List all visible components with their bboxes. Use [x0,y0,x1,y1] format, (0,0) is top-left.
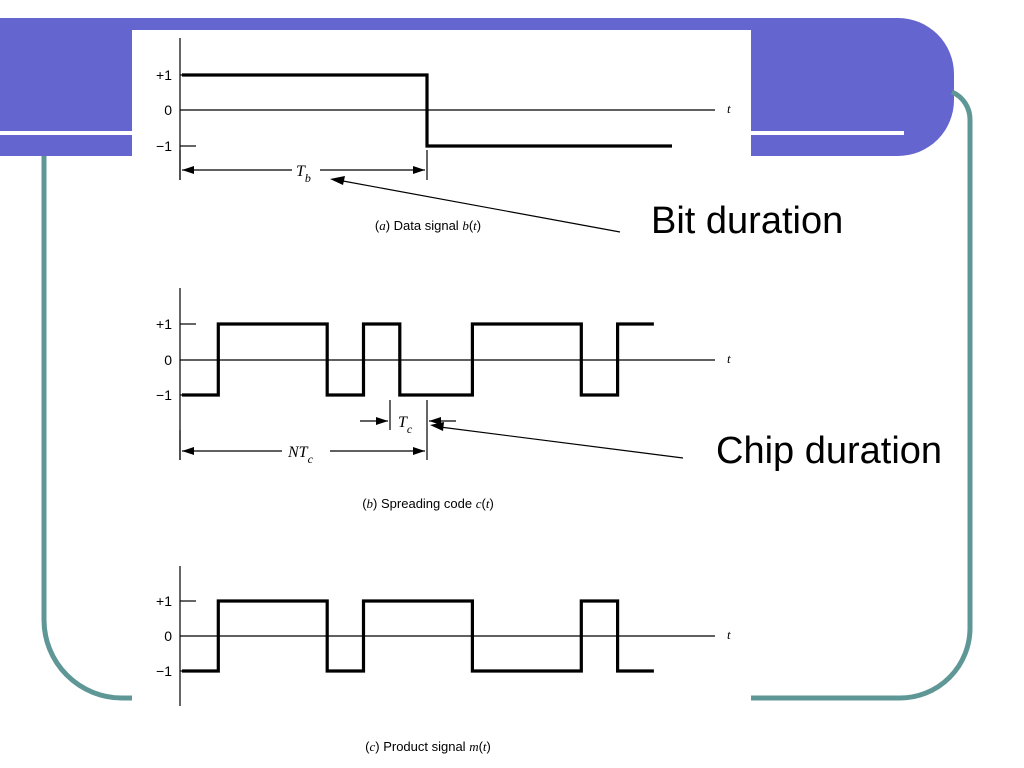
panel-a-tb-label: Tb [296,163,311,185]
panel-b-t-label: t [727,351,731,366]
panel-b-label-plus: +1 [156,316,172,332]
chip-duration-pointer [439,426,684,459]
panel-c-caption: (c) Product signal m(t) [365,739,491,754]
panel-c-product-signal: +1 0 −1 t (c) Product signal m(t) [156,566,731,754]
panel-a-data-signal: +1 0 −1 t Tb (a) Data signal b(t) [156,38,731,233]
rounded-border [41,89,973,701]
bit-duration-label: Bit duration [651,200,844,242]
panel-b-tc-arrow-right [429,417,441,425]
bit-duration-arrowhead [330,176,345,185]
panel-b-label-zero: 0 [164,352,172,368]
panel-a-tb-arrow-right [413,166,425,174]
panel-a-waveform [182,73,672,148]
panel-b-ntc-label: NTc [287,444,314,466]
panel-b-spreading-code: +1 0 −1 t Tc NTc (b) Spreading code c(t) [156,288,731,511]
panel-c-label-plus: +1 [156,593,172,609]
panel-a-label-plus: +1 [156,67,172,83]
panel-c-label-minus: −1 [156,663,172,679]
panel-a-label-minus: −1 [156,138,172,154]
panel-b-waveform [182,322,654,397]
chip-duration-arrowhead [430,422,444,431]
panel-a-t-label: t [727,101,731,116]
panel-c-waveform [182,599,654,673]
panel-b-caption: (b) Spreading code c(t) [362,496,494,511]
panel-a-caption: (a) Data signal b(t) [375,218,481,233]
panel-b-tc-arrow-left [376,417,388,425]
figure-panel [132,30,751,745]
bit-duration-pointer [342,180,621,233]
panel-c-t-label: t [727,627,731,642]
panel-a-tb-arrow-left [182,166,194,174]
panel-b-label-minus: −1 [156,387,172,403]
chip-duration-label: Chip duration [716,430,943,472]
panel-c-label-zero: 0 [164,628,172,644]
panel-a-label-zero: 0 [164,102,172,118]
panel-b-ntc-arrow-right [413,447,425,455]
panel-b-tc-label: Tc [398,414,413,436]
panel-b-ntc-arrow-left [182,447,194,455]
